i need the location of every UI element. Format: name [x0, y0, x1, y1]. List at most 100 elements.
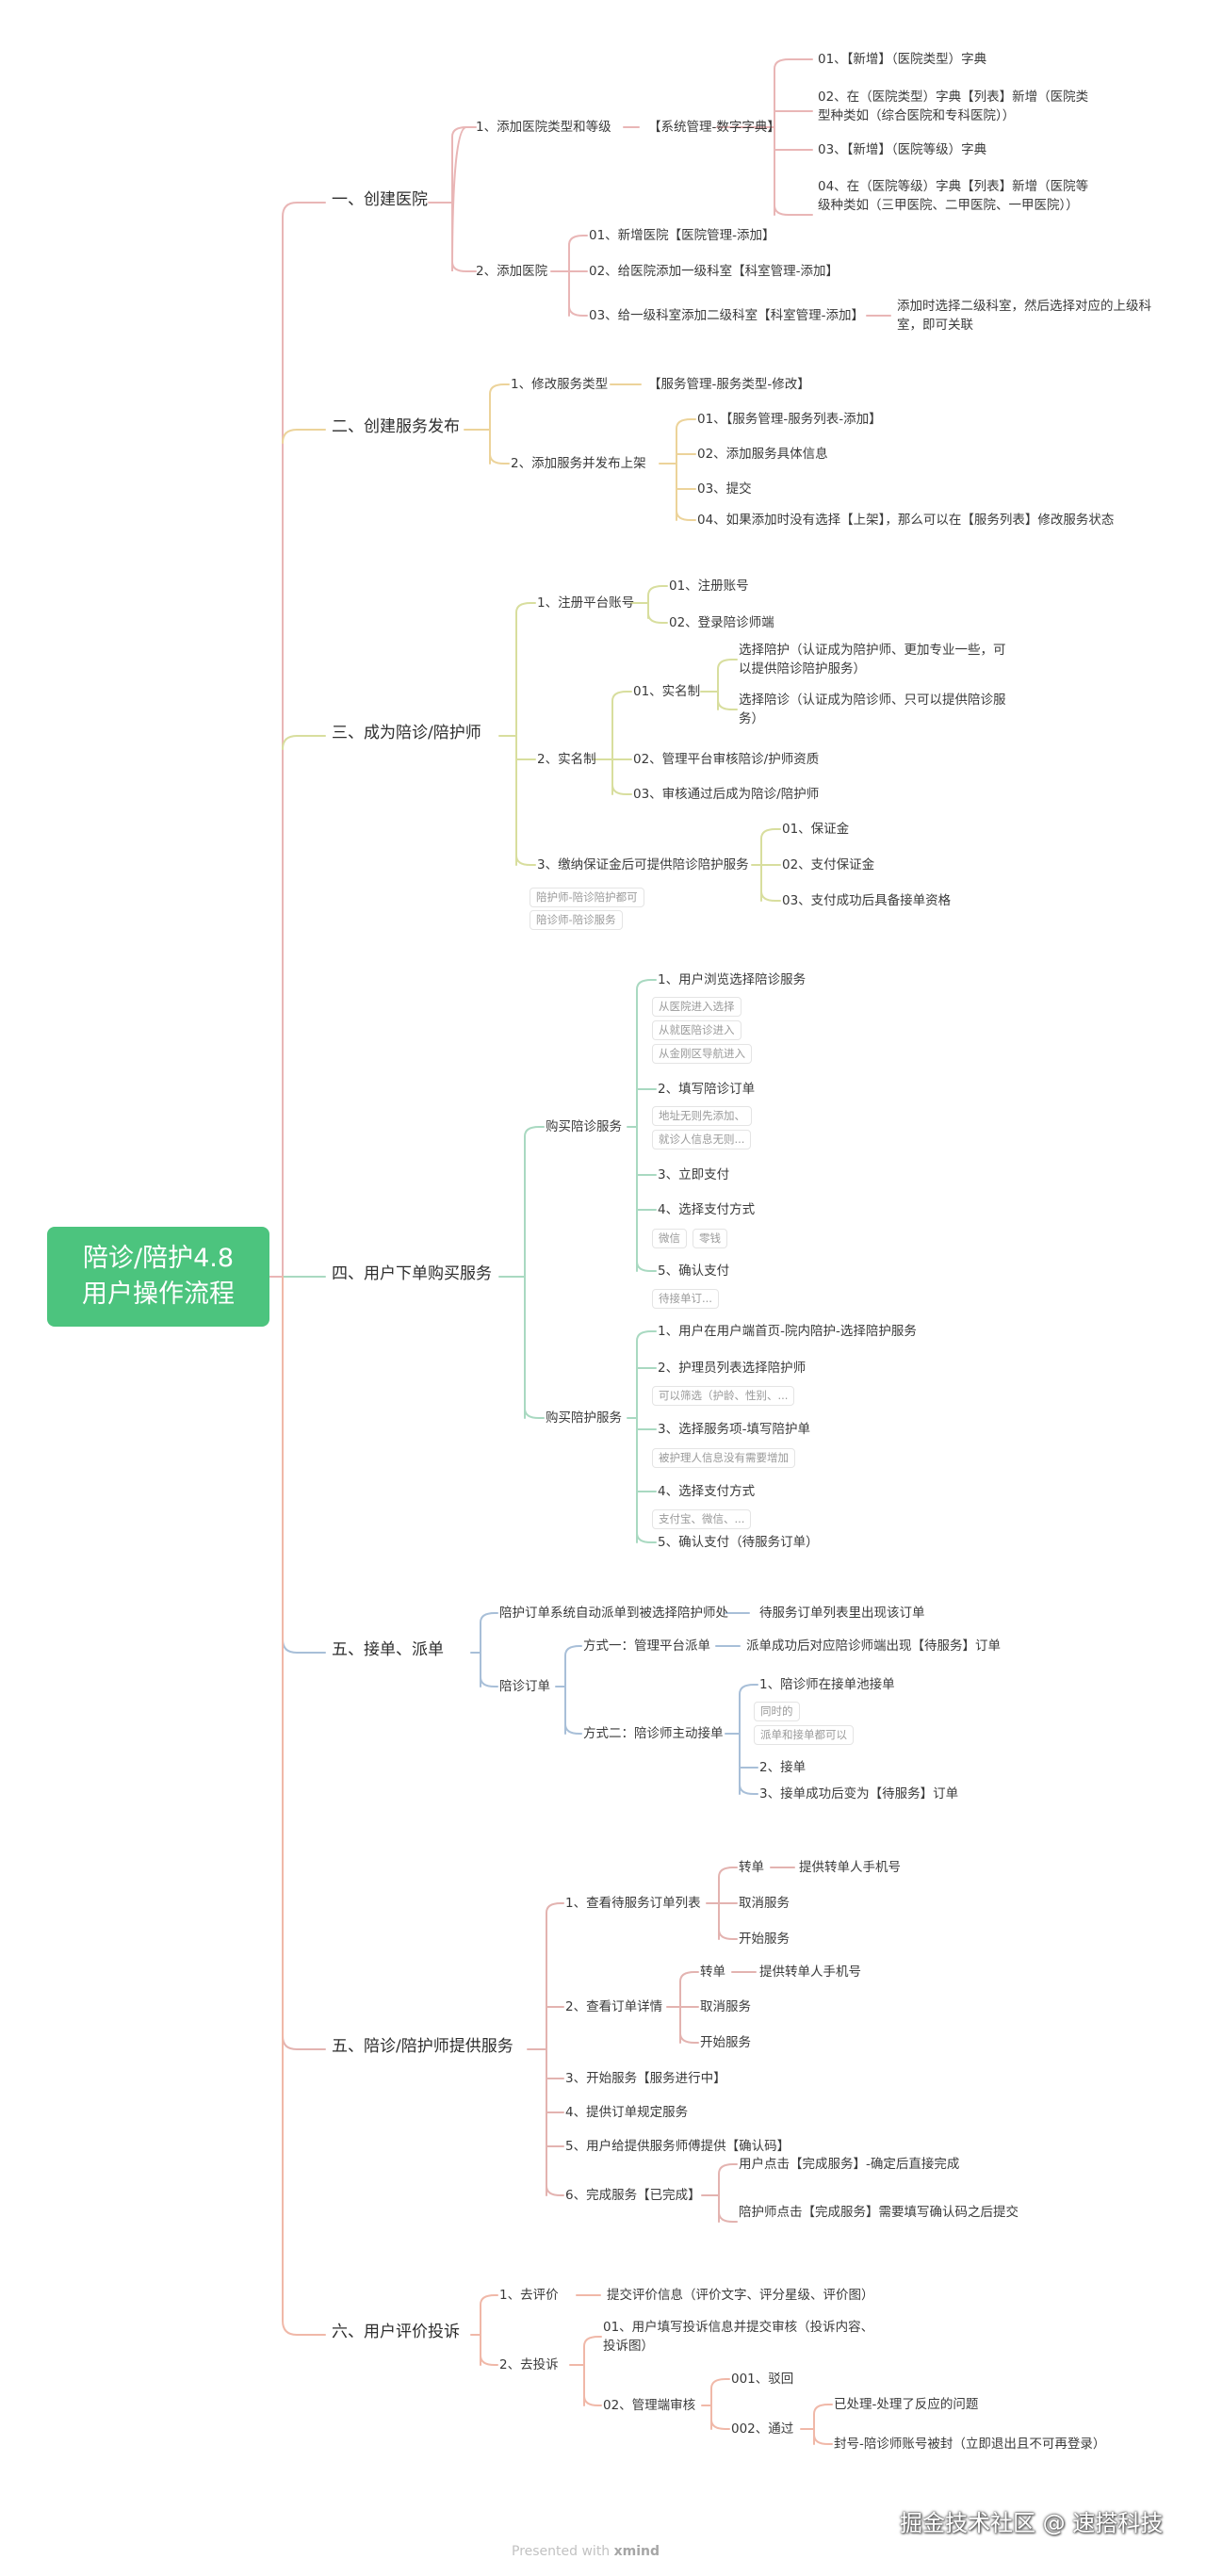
topic-add-hospital[interactable]: 2、添加医院 — [476, 264, 548, 279]
topic-user-complete[interactable]: 用户点击【完成服务】-确定后直接完成 — [739, 2157, 960, 2172]
topic-transfer-2[interactable]: 转单 — [700, 1965, 725, 1980]
topic-transfer-phone-1[interactable]: 提供转单人手机号 — [799, 1860, 901, 1875]
topic-register[interactable]: 01、注册账号 — [669, 579, 749, 594]
topic-add-dept-level1[interactable]: 02、给医院添加一级科室【科室管理-添加】 — [589, 264, 839, 279]
topic-buy-care[interactable]: 购买陪护服务 — [546, 1410, 622, 1426]
note-patient-info: 就诊人信息无则... — [652, 1130, 752, 1149]
topic-start-1[interactable]: 开始服务 — [739, 1932, 790, 1947]
topic-approve[interactable]: 002、通过 — [731, 2421, 794, 2437]
topic-buy-escort[interactable]: 购买陪诊服务 — [546, 1119, 622, 1134]
topic-handled[interactable]: 已处理-处理了反应的问题 — [834, 2397, 979, 2412]
topic-submit-review[interactable]: 提交评价信息（评价文字、评分星级、评价图） — [607, 2288, 874, 2303]
topic-order-pool[interactable]: 1、陪诊师在接单池接单 — [759, 1677, 895, 1692]
topic-fill-complaint[interactable]: 01、用户填写投诉信息并提交审核（投诉内容、投诉图） — [603, 2320, 874, 2354]
watermark-text: 掘金技术社区 @ 速搭科技 — [900, 2510, 1164, 2536]
topic-escort-take-order[interactable]: 方式二：陪诊师主动接单 — [583, 1726, 724, 1741]
topic-choose-caregiver-list[interactable]: 2、护理员列表选择陪护师 — [658, 1361, 807, 1376]
root-title-line1: 陪诊/陪护4.8 — [82, 1244, 235, 1273]
topic-dispatch-success[interactable]: 派单成功后对应陪诊师端出现【待服务】订单 — [746, 1639, 1001, 1654]
topic-pending-list[interactable]: 1、查看待服务订单列表 — [565, 1896, 701, 1911]
branch-create-hospital[interactable]: 一、创建医院 — [332, 190, 428, 209]
topic-go-complaint[interactable]: 2、去投诉 — [499, 2357, 559, 2372]
note-caregiver-both: 陪护师-陪诊陪护都可 — [530, 888, 644, 907]
topic-add-level-items[interactable]: 04、在（医院等级）字典【列表】新增（医院等级种类如（三甲医院、二甲医院、一甲医… — [818, 179, 1089, 213]
topic-add-hospital-type[interactable]: 1、添加医院类型和等级 — [476, 120, 611, 135]
root-topic[interactable]: 陪诊/陪护4.8 用户操作流程 — [47, 1227, 269, 1327]
root-title-line2: 用户操作流程 — [82, 1280, 235, 1309]
note-alipay-wechat: 支付宝、微信、... — [652, 1509, 752, 1529]
topic-link-system-dict[interactable]: 【系统管理-数字字典】 — [648, 120, 780, 135]
topic-new-level-dict[interactable]: 03、【新增】（医院等级）字典 — [818, 142, 987, 157]
topic-platform-dispatch[interactable]: 方式一：管理平台派单 — [583, 1639, 710, 1654]
topic-cancel-2[interactable]: 取消服务 — [700, 1999, 751, 2014]
topic-service-in-progress[interactable]: 3、开始服务【服务进行中】 — [565, 2071, 726, 2086]
topic-service-submit[interactable]: 03、提交 — [697, 481, 752, 497]
branch-user-order[interactable]: 四、用户下单购买服务 — [332, 1264, 492, 1283]
topic-choose-escort[interactable]: 选择陪诊（认证成为陪诊师、只可以提供陪诊服务） — [739, 693, 1006, 726]
topic-fill-care-order[interactable]: 3、选择服务项-填写陪护单 — [658, 1422, 810, 1437]
topic-add-dept-level2[interactable]: 03、给一级科室添加二级科室【科室管理-添加】 — [589, 308, 865, 323]
branch-become-escort[interactable]: 三、成为陪诊/陪护师 — [332, 724, 481, 742]
topic-confirm-pay[interactable]: 5、确认支付 — [658, 1264, 730, 1279]
topic-cancel-1[interactable]: 取消服务 — [739, 1896, 790, 1911]
note-cared-person: 被护理人信息没有需要增加 — [652, 1448, 795, 1468]
topic-start-2[interactable]: 开始服务 — [700, 2035, 751, 2050]
topic-browse-escort[interactable]: 1、用户浏览选择陪诊服务 — [658, 972, 807, 987]
topic-pay-now[interactable]: 3、立即支付 — [658, 1167, 730, 1182]
topic-deposit[interactable]: 01、保证金 — [782, 822, 850, 837]
topic-care-confirm[interactable]: 5、确认支付（待服务订单） — [658, 1535, 819, 1550]
topic-account-banned[interactable]: 封号-陪诊师账号被封（立即退出且不可再登录） — [834, 2437, 1106, 2452]
topic-choose-caregiver[interactable]: 选择陪护（认证成为陪护师、更加专业一些，可以提供陪诊陪护服务） — [739, 643, 1006, 677]
topic-transfer-1[interactable]: 转单 — [739, 1860, 764, 1875]
topic-login-escort-app[interactable]: 02、登录陪诊师端 — [669, 615, 774, 630]
topic-service-complete[interactable]: 6、完成服务【已完成】 — [565, 2188, 701, 2203]
topic-caregiver-complete[interactable]: 陪护师点击【完成服务】需要填写确认码之后提交 — [739, 2205, 1019, 2220]
topic-dept-link-note[interactable]: 添加时选择二级科室，然后选择对应的上级科室，即可关联 — [897, 299, 1151, 333]
topic-review-passed[interactable]: 03、审核通过后成为陪诊/陪护师 — [633, 787, 820, 802]
topic-pay-deposit-step[interactable]: 02、支付保证金 — [782, 857, 875, 872]
topic-admin-review[interactable]: 02、管理端审核 — [603, 2398, 696, 2413]
topic-new-type-dict[interactable]: 01、【新增】（医院类型）字典 — [818, 52, 987, 67]
topic-service-list-add[interactable]: 01、【服务管理-服务列表-添加】 — [697, 412, 882, 427]
topic-edit-service-type[interactable]: 1、修改服务类型 — [511, 377, 609, 392]
branch-dispatch[interactable]: 五、接单、派单 — [332, 1640, 444, 1659]
topic-care-payment[interactable]: 4、选择支付方式 — [658, 1484, 756, 1499]
note-pending-order: 待接单订... — [652, 1289, 719, 1309]
topic-transfer-phone-2[interactable]: 提供转单人手机号 — [759, 1965, 861, 1980]
topic-real-name[interactable]: 2、实名制 — [537, 752, 596, 767]
topic-real-name-verify[interactable]: 01、实名制 — [633, 684, 701, 699]
topic-service-shelf[interactable]: 04、如果添加时没有选择【上架】，那么可以在【服务列表】修改服务状态 — [697, 513, 1115, 528]
branch-review-complaint[interactable]: 六、用户评价投诉 — [332, 2323, 460, 2341]
note-wechat: 微信 — [652, 1229, 687, 1248]
topic-pay-deposit[interactable]: 3、缴纳保证金后可提供陪诊陪护服务 — [537, 857, 749, 872]
topic-register-account[interactable]: 1、注册平台账号 — [537, 595, 635, 611]
topic-platform-review[interactable]: 02、管理平台审核陪诊/护师资质 — [633, 752, 820, 767]
topic-reject[interactable]: 001、驳回 — [731, 2372, 794, 2387]
topic-provide-service[interactable]: 4、提供订单规定服务 — [565, 2105, 689, 2120]
topic-add-type-items[interactable]: 02、在（医院类型）字典【列表】新增（医院类型种类如（综合医院和专科医院）） — [818, 90, 1089, 123]
topic-go-review[interactable]: 1、去评价 — [499, 2288, 559, 2303]
topic-take-order[interactable]: 2、接单 — [759, 1760, 807, 1775]
topic-order-qualification[interactable]: 03、支付成功后具备接单资格 — [782, 893, 952, 908]
topic-confirm-code[interactable]: 5、用户给提供服务师傅提供【确认码】 — [565, 2139, 790, 2154]
topic-order-in-list[interactable]: 待服务订单列表里出现该订单 — [759, 1606, 925, 1621]
topic-escort-order[interactable]: 陪诊订单 — [499, 1679, 550, 1694]
topic-add-publish-service[interactable]: 2、添加服务并发布上架 — [511, 456, 646, 471]
xmind-brand: xmind — [613, 2544, 660, 2559]
topic-fill-escort-order[interactable]: 2、填写陪诊订单 — [658, 1082, 756, 1097]
topic-link-service-type-edit[interactable]: 【服务管理-服务类型-修改】 — [648, 377, 810, 392]
branch-create-service[interactable]: 二、创建服务发布 — [332, 417, 460, 436]
note-both-allowed: 派单和接单都可以 — [754, 1725, 854, 1745]
topic-order-detail[interactable]: 2、查看订单详情 — [565, 1999, 663, 2014]
topic-new-hospital[interactable]: 01、新增医院【医院管理-添加】 — [589, 228, 775, 243]
topic-becomes-pending[interactable]: 3、接单成功后变为【待服务】订单 — [759, 1786, 959, 1802]
presented-with-text: Presented with — [512, 2544, 611, 2559]
topic-choose-care-service[interactable]: 1、用户在用户端首页-院内陪护-选择陪护服务 — [658, 1324, 917, 1339]
topic-service-detail[interactable]: 02、添加服务具体信息 — [697, 447, 828, 462]
topic-choose-payment[interactable]: 4、选择支付方式 — [658, 1202, 756, 1217]
branch-provide-service[interactable]: 五、陪诊/陪护师提供服务 — [332, 2037, 513, 2056]
note-escort-only: 陪诊师-陪诊服务 — [530, 910, 623, 930]
topic-auto-dispatch[interactable]: 陪护订单系统自动派单到被选择陪护师处 — [499, 1606, 728, 1621]
